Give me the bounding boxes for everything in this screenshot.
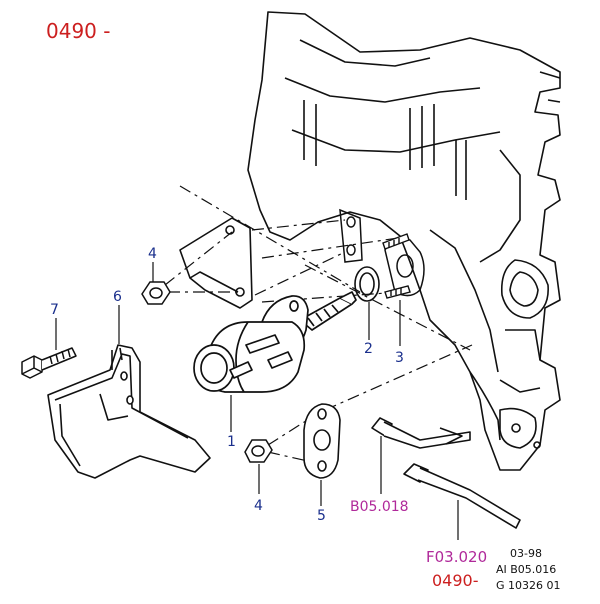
gearbox-casing — [247, 11, 561, 471]
callout-4-upper: 4 — [148, 246, 157, 262]
callout-4-lower: 4 — [254, 498, 263, 514]
reference-b05-018: B05.018 — [350, 499, 409, 515]
callout-5: 5 — [317, 508, 326, 524]
range-code-header: 0490 - — [46, 19, 110, 43]
callout-7: 7 — [50, 302, 59, 318]
footer-date: 03-98 — [510, 547, 542, 560]
slave-cylinder — [193, 291, 357, 393]
studs — [382, 233, 411, 299]
seal-ring — [354, 266, 380, 302]
nut-lower — [244, 439, 273, 463]
nut-upper — [141, 281, 171, 305]
hydraulic-hose — [371, 417, 471, 449]
bracket-plate — [179, 217, 253, 309]
mounting-face — [339, 208, 425, 297]
callout-2: 2 — [364, 341, 373, 357]
hydraulic-pipe — [403, 463, 521, 529]
footer-range-code: 0490- — [432, 571, 479, 590]
callout-6: 6 — [113, 289, 122, 305]
heat-shield — [47, 344, 211, 479]
footer-ai-code: AI B05.016 — [496, 563, 556, 576]
bolt — [21, 347, 77, 379]
leader-lines — [55, 262, 459, 540]
assembly-dash-lines — [164, 185, 473, 466]
callout-3: 3 — [395, 350, 404, 366]
callout-1: 1 — [227, 434, 236, 450]
reference-f03-020: F03.020 — [426, 548, 487, 566]
gasket-plate — [303, 403, 341, 479]
footer-g-code: G 10326 01 — [496, 579, 561, 592]
